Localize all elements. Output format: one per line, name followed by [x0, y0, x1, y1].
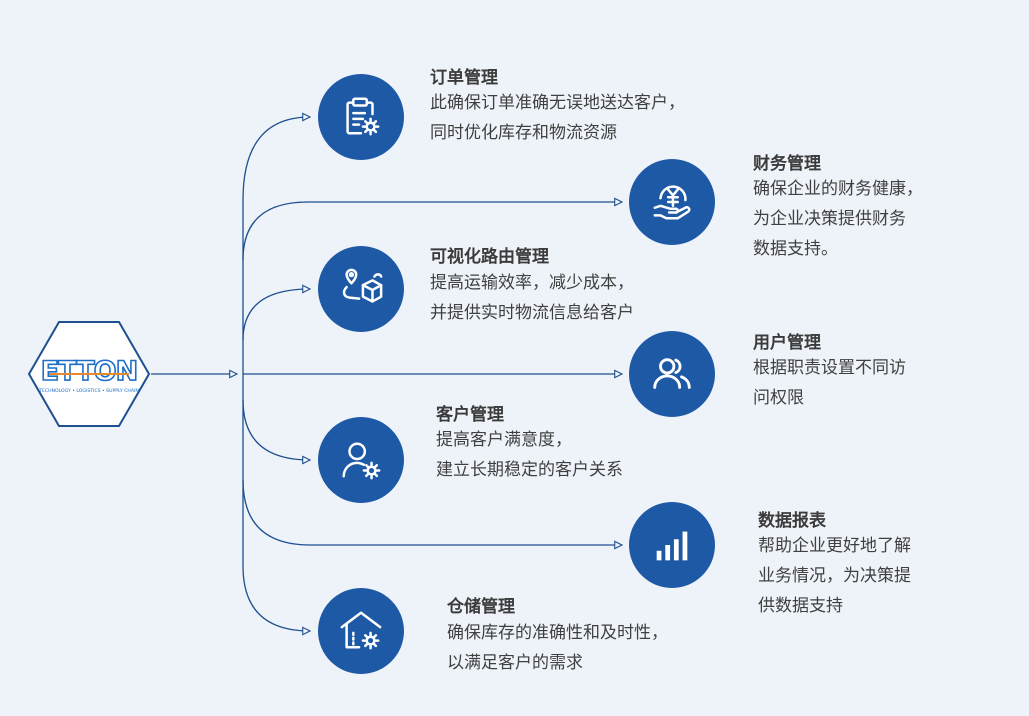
clipboard-gear-icon: [346, 97, 380, 136]
user-gear-icon: [342, 442, 381, 480]
customer-desc: 提高客户满意度， 建立长期稳定的客户关系: [436, 430, 623, 480]
branch-warehouse: [242, 560, 310, 631]
logo-tagline: TECHNOLOGY • LOGISTICS • SUPPLY CHAIN: [38, 388, 139, 394]
order-node: [318, 74, 404, 160]
branch-report: [242, 479, 622, 545]
route-title: 可视化路由管理: [430, 247, 549, 267]
branch-finance: [242, 202, 622, 261]
warehouse-title: 仓储管理: [447, 597, 515, 617]
company-logo: ETTON TECHNOLOGY • LOGISTICS • SUPPLY CH…: [27, 320, 151, 428]
report-desc: 帮助企业更好地了解 业务情况，为决策提 供数据支持: [758, 536, 911, 616]
warehouse-desc: 确保库存的准确性和及时性， 以满足客户的需求: [447, 623, 668, 673]
branch-customer: [242, 399, 310, 460]
route-box-icon: [342, 268, 383, 303]
order-desc: 此确保订单准确无误地送达客户， 同时优化库存和物流资源: [430, 93, 685, 143]
order-title: 订单管理: [430, 68, 498, 88]
branch-order: [242, 117, 310, 201]
user-title: 用户管理: [753, 333, 821, 353]
logo-wordmark: ETTON: [41, 356, 137, 387]
customer-title: 客户管理: [436, 405, 504, 425]
warehouse-gear-icon: [340, 611, 382, 650]
finance-title: 财务管理: [753, 154, 821, 174]
warehouse-node: [318, 588, 404, 674]
finance-desc: 确保企业的财务健康， 为企业决策提供财务 数据支持。: [753, 179, 923, 259]
yen-hand-icon: [653, 185, 691, 220]
report-node: [629, 502, 715, 588]
finance-node: [629, 159, 715, 245]
user-desc: 根据职责设置不同访 问权限: [753, 358, 906, 408]
report-title: 数据报表: [758, 511, 826, 531]
users-icon: [653, 358, 691, 389]
user-node: [629, 331, 715, 417]
route-desc: 提高运输效率，减少成本， 并提供实时物流信息给客户: [430, 273, 634, 323]
customer-node: [318, 417, 404, 503]
bar-chart-icon: [656, 531, 688, 561]
branch-route: [242, 289, 310, 341]
route-node: [318, 246, 404, 332]
